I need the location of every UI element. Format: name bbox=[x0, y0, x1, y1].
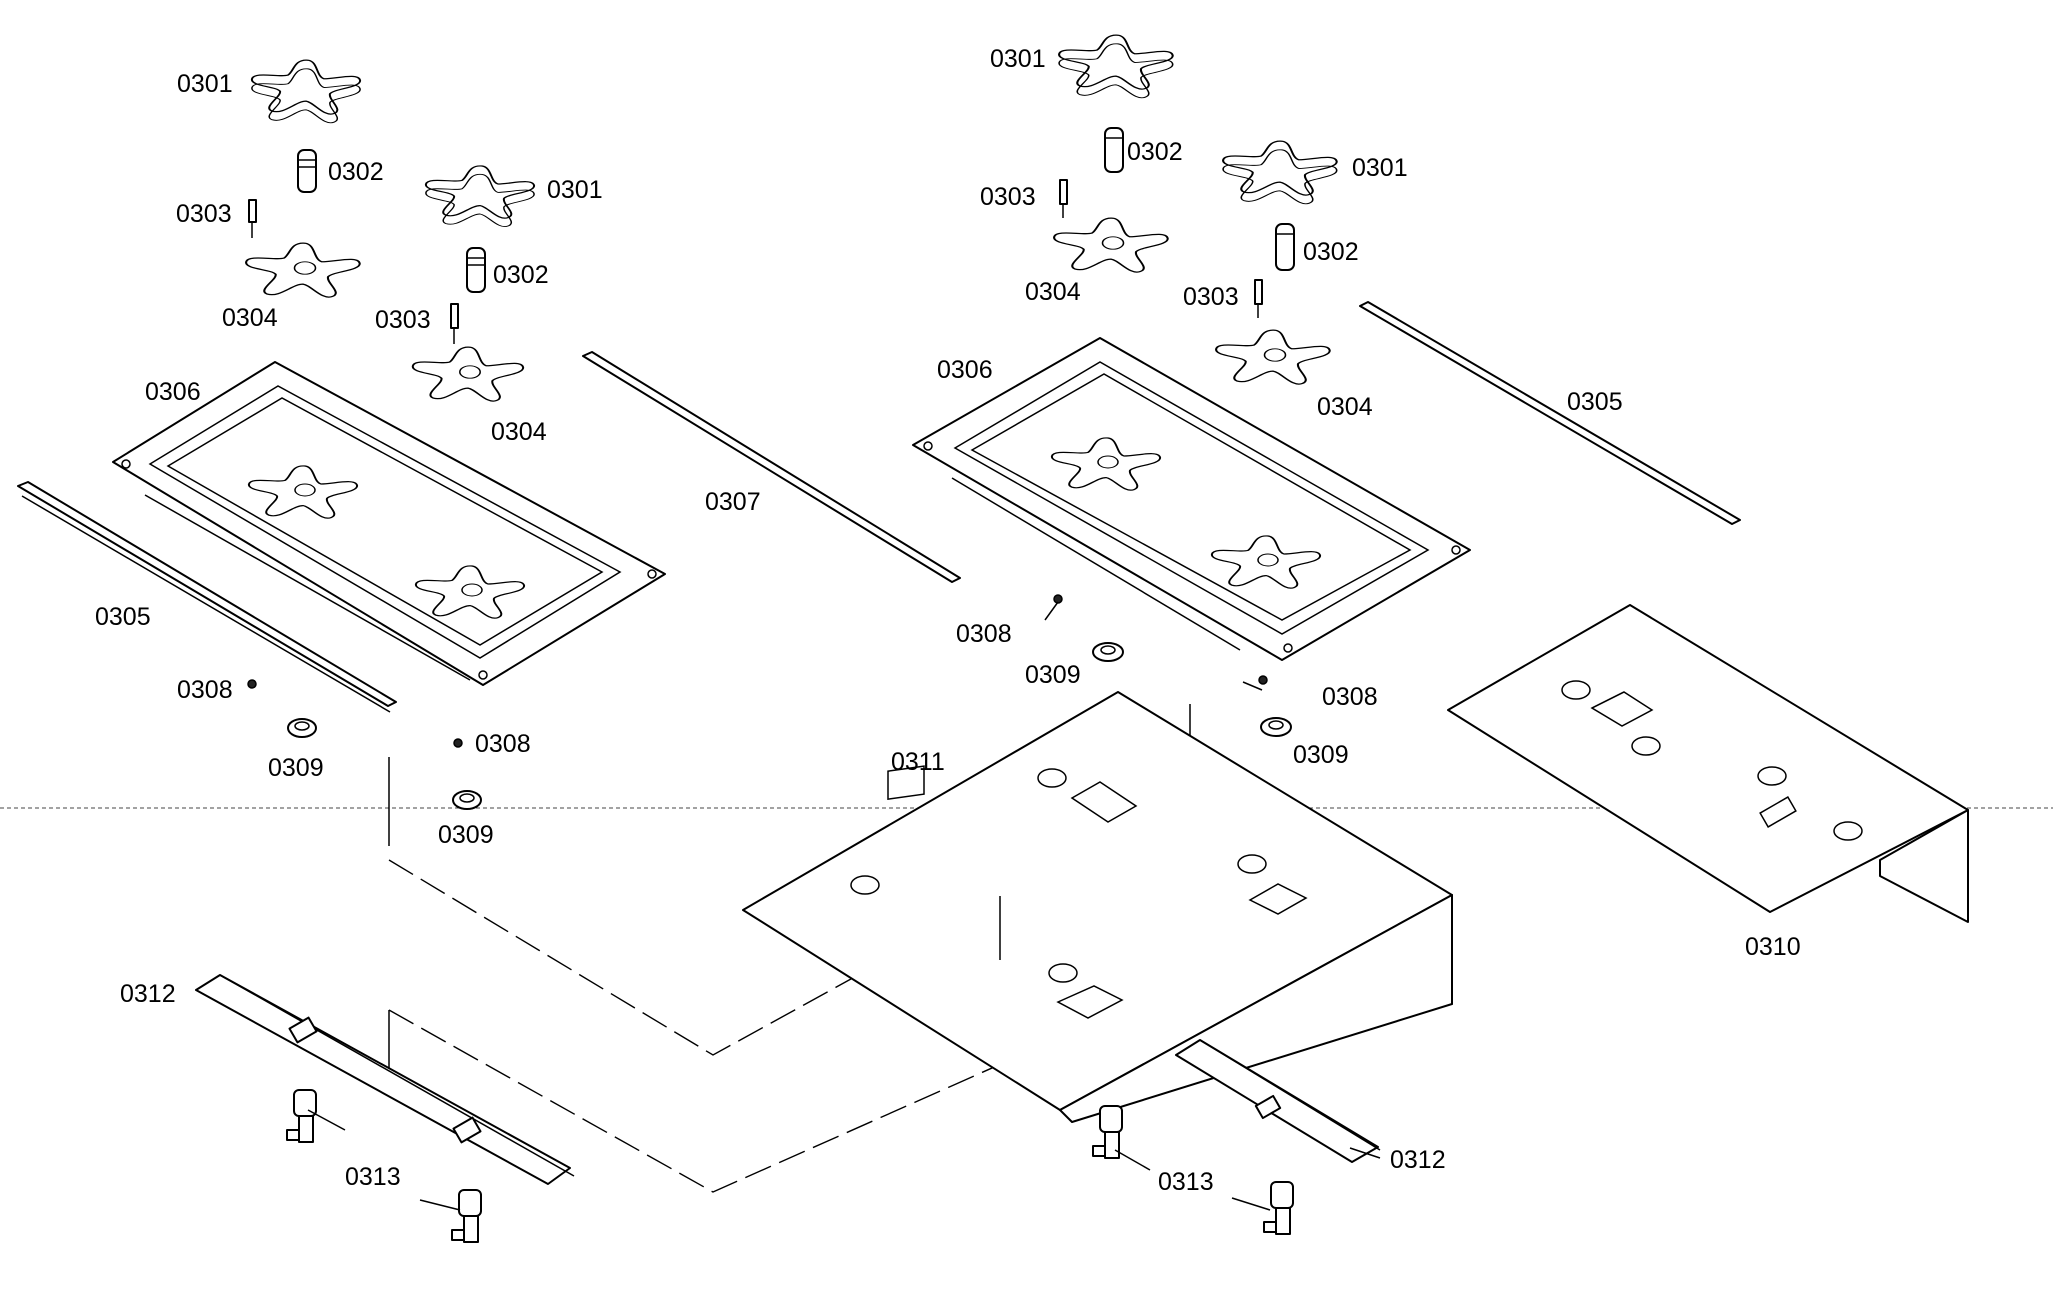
burner-cap-right-b bbox=[1222, 140, 1338, 205]
ignition-pin-right-b bbox=[1254, 279, 1263, 318]
gas-valve-right-a bbox=[1092, 1105, 1123, 1159]
label-0304: 0304 bbox=[491, 418, 547, 446]
gas-rail-left bbox=[195, 974, 575, 1185]
burner-cap-right-a bbox=[1058, 34, 1174, 99]
label-0306: 0306 bbox=[937, 356, 993, 384]
label-0303: 0303 bbox=[176, 200, 232, 228]
ignition-pin-left-a bbox=[248, 199, 257, 238]
electrode-left-a bbox=[297, 149, 317, 193]
label-0303: 0303 bbox=[1183, 283, 1239, 311]
label-0312: 0312 bbox=[120, 980, 176, 1008]
label-0307: 0307 bbox=[705, 488, 761, 516]
label-0302: 0302 bbox=[328, 158, 384, 186]
label-0305: 0305 bbox=[1567, 388, 1623, 416]
label-0308: 0308 bbox=[956, 620, 1012, 648]
label-0301: 0301 bbox=[547, 176, 603, 204]
label-0304: 0304 bbox=[1317, 393, 1373, 421]
label-0302: 0302 bbox=[1303, 238, 1359, 266]
nut-right-b bbox=[1260, 717, 1292, 737]
screw-right-b bbox=[1258, 675, 1268, 685]
label-0309: 0309 bbox=[438, 821, 494, 849]
nut-left-a bbox=[287, 718, 317, 738]
gas-valve-right-b bbox=[1263, 1181, 1294, 1235]
screw-left-a bbox=[247, 679, 257, 689]
electrode-right-a bbox=[1104, 127, 1124, 173]
burner-base-left-a bbox=[245, 242, 361, 299]
label-0304: 0304 bbox=[222, 304, 278, 332]
nut-left-b bbox=[452, 790, 482, 810]
cooktop-panel bbox=[742, 691, 1453, 1123]
label-0301: 0301 bbox=[177, 70, 233, 98]
screw-right-a bbox=[1053, 594, 1063, 604]
label-0302: 0302 bbox=[493, 261, 549, 289]
label-0313: 0313 bbox=[1158, 1168, 1214, 1196]
drip-tray-right bbox=[912, 337, 1471, 661]
nut-right-a bbox=[1092, 642, 1124, 662]
gas-rail-right bbox=[1175, 1039, 1381, 1163]
label-0303: 0303 bbox=[980, 183, 1036, 211]
label-0309: 0309 bbox=[268, 754, 324, 782]
electrode-right-b bbox=[1275, 223, 1295, 271]
label-0305: 0305 bbox=[95, 603, 151, 631]
label-0311: 0311 bbox=[891, 748, 945, 776]
burner-base-right-b bbox=[1215, 329, 1331, 386]
ignition-pin-left-b bbox=[450, 303, 459, 344]
label-0303: 0303 bbox=[375, 306, 431, 334]
label-0301: 0301 bbox=[1352, 154, 1408, 182]
ignition-pin-right-a bbox=[1059, 179, 1068, 218]
drip-tray-left bbox=[112, 361, 666, 686]
gas-valve-left-b bbox=[451, 1189, 482, 1243]
burner-base-right-a bbox=[1053, 217, 1169, 274]
label-0310: 0310 bbox=[1745, 933, 1801, 961]
burner-cap-left-a bbox=[250, 59, 362, 124]
label-0309: 0309 bbox=[1025, 661, 1081, 689]
label-0308: 0308 bbox=[1322, 683, 1378, 711]
label-0312: 0312 bbox=[1390, 1146, 1446, 1174]
electrode-left-b bbox=[466, 247, 486, 293]
label-0306: 0306 bbox=[145, 378, 201, 406]
part-labels: 0301 0302 0303 0304 0301 0302 0303 0304 … bbox=[95, 45, 1801, 1196]
label-0301: 0301 bbox=[990, 45, 1046, 73]
side-strip-0305-right bbox=[1359, 301, 1741, 525]
gas-valve-left-a bbox=[286, 1089, 317, 1143]
burner-cap-left-b bbox=[424, 164, 536, 228]
label-0304: 0304 bbox=[1025, 278, 1081, 306]
side-strip-0305-left bbox=[17, 481, 397, 713]
screw-left-b bbox=[453, 738, 463, 748]
label-0308: 0308 bbox=[177, 676, 233, 704]
label-0302: 0302 bbox=[1127, 138, 1183, 166]
label-0309: 0309 bbox=[1293, 741, 1349, 769]
burner-base-left-b bbox=[411, 346, 525, 403]
label-0308: 0308 bbox=[475, 730, 531, 758]
side-strip-0307 bbox=[582, 351, 961, 583]
rear-panel bbox=[1447, 604, 1969, 923]
leader-lines bbox=[307, 601, 1381, 1211]
label-0313: 0313 bbox=[345, 1163, 401, 1191]
assembly-line-left-b bbox=[388, 1009, 1011, 1193]
